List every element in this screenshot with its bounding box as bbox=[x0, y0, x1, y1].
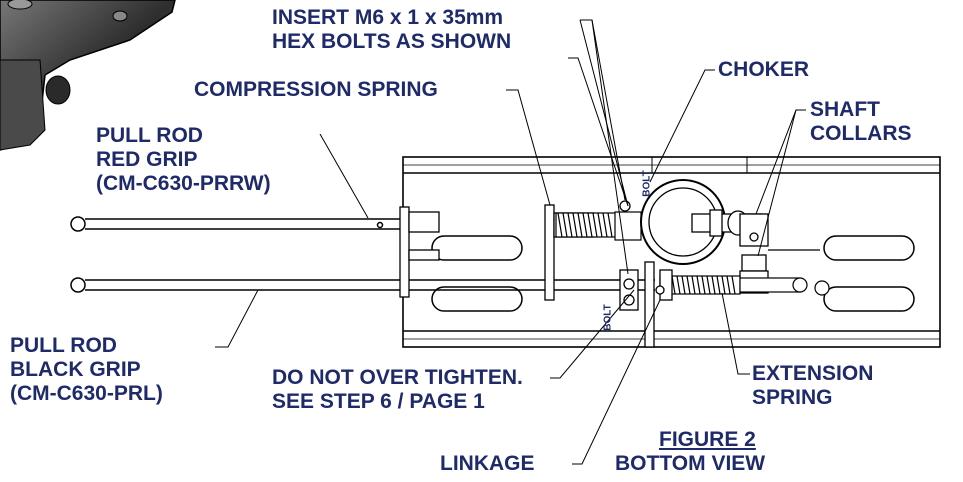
figure-view-name: BOTTOM VIEW bbox=[615, 452, 766, 475]
choker-label: CHOKER bbox=[718, 58, 810, 81]
pull-rod-black bbox=[70, 277, 655, 293]
motor-housing bbox=[0, 0, 176, 151]
bolt-label-lower: BOLT bbox=[602, 304, 614, 331]
figure-caption: FIGURE 2 BOTTOM VIEW bbox=[615, 428, 765, 476]
linkage bbox=[619, 200, 673, 311]
shaft-collars-label: SHAFT COLLARS bbox=[810, 98, 912, 145]
linkage-label: LINKAGE bbox=[440, 452, 535, 475]
extension-spring-label: EXTENSION SPRING bbox=[752, 362, 874, 409]
pull-rod-red-label: PULL ROD RED GRIP (CM-C630-PRRW) bbox=[96, 124, 271, 195]
extension-spring bbox=[659, 275, 830, 296]
pull-rod-black-label: PULL ROD BLACK GRIP (CM-C630-PRL) bbox=[10, 334, 163, 405]
bolt-label-upper: BOLT bbox=[641, 170, 653, 197]
leader-lines bbox=[215, 19, 806, 465]
compression-spring bbox=[555, 211, 642, 241]
figure-number: FIGURE 2 bbox=[659, 428, 756, 451]
over-tighten-warning: DO NOT OVER TIGHTEN. SEE STEP 6 / PAGE 1 bbox=[272, 366, 523, 413]
choker bbox=[640, 179, 763, 265]
compression-spring-label: COMPRESSION SPRING bbox=[194, 78, 438, 101]
pull-rod-red bbox=[70, 216, 410, 232]
insert-bolts-label: INSERT M6 x 1 x 35mm HEX BOLTS AS SHOWN bbox=[272, 6, 512, 53]
frame-slots bbox=[431, 235, 915, 312]
